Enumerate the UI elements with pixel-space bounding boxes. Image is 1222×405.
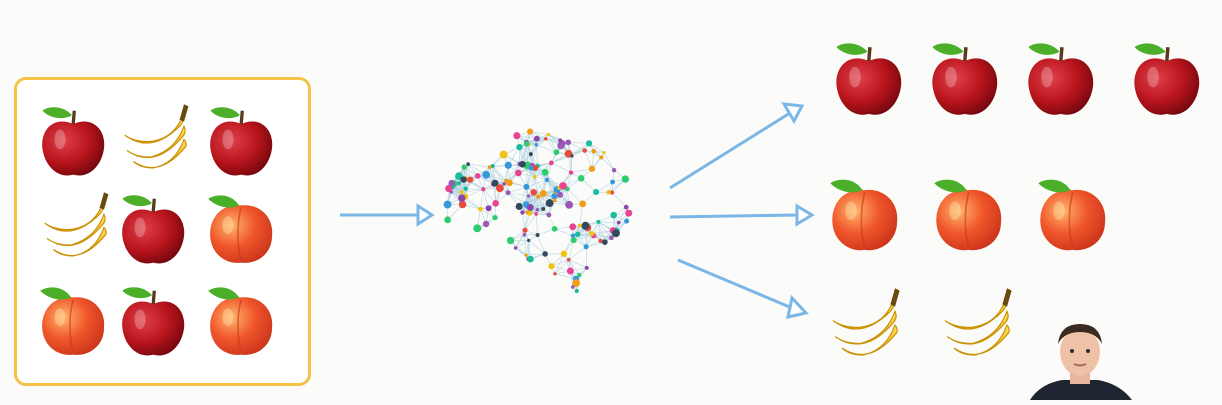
- output-peach-0: [830, 180, 897, 251]
- input-arrow: [340, 206, 432, 224]
- input-apple-0-2: [210, 107, 272, 175]
- input-peach-1-2: [208, 195, 272, 263]
- output-arrow-peaches: [670, 206, 812, 224]
- output-apple-0: [836, 43, 901, 114]
- output-peach-1: [934, 180, 1001, 251]
- input-banana-1-0: [45, 192, 109, 256]
- input-peach-2-2: [208, 287, 272, 355]
- input-apple-2-1: [122, 287, 184, 355]
- input-apple-0-0: [42, 107, 104, 175]
- output-banana-1: [945, 288, 1012, 355]
- output-arrow-bananas: [678, 260, 806, 317]
- neural-network-brain-icon: [444, 129, 633, 294]
- output-apple-2: [1028, 43, 1093, 114]
- output-arrow-apples: [670, 104, 802, 188]
- fruit-layer: [40, 43, 1199, 355]
- brain-nodes: [444, 129, 633, 294]
- output-banana-0: [833, 288, 900, 355]
- output-apple-1: [932, 43, 997, 114]
- input-peach-2-0: [40, 287, 104, 355]
- output-apple-3: [1134, 43, 1199, 114]
- presenter-webcam: [1020, 318, 1140, 400]
- input-apple-1-1: [122, 195, 184, 263]
- input-banana-0-1: [125, 104, 189, 168]
- output-peach-2: [1038, 180, 1105, 251]
